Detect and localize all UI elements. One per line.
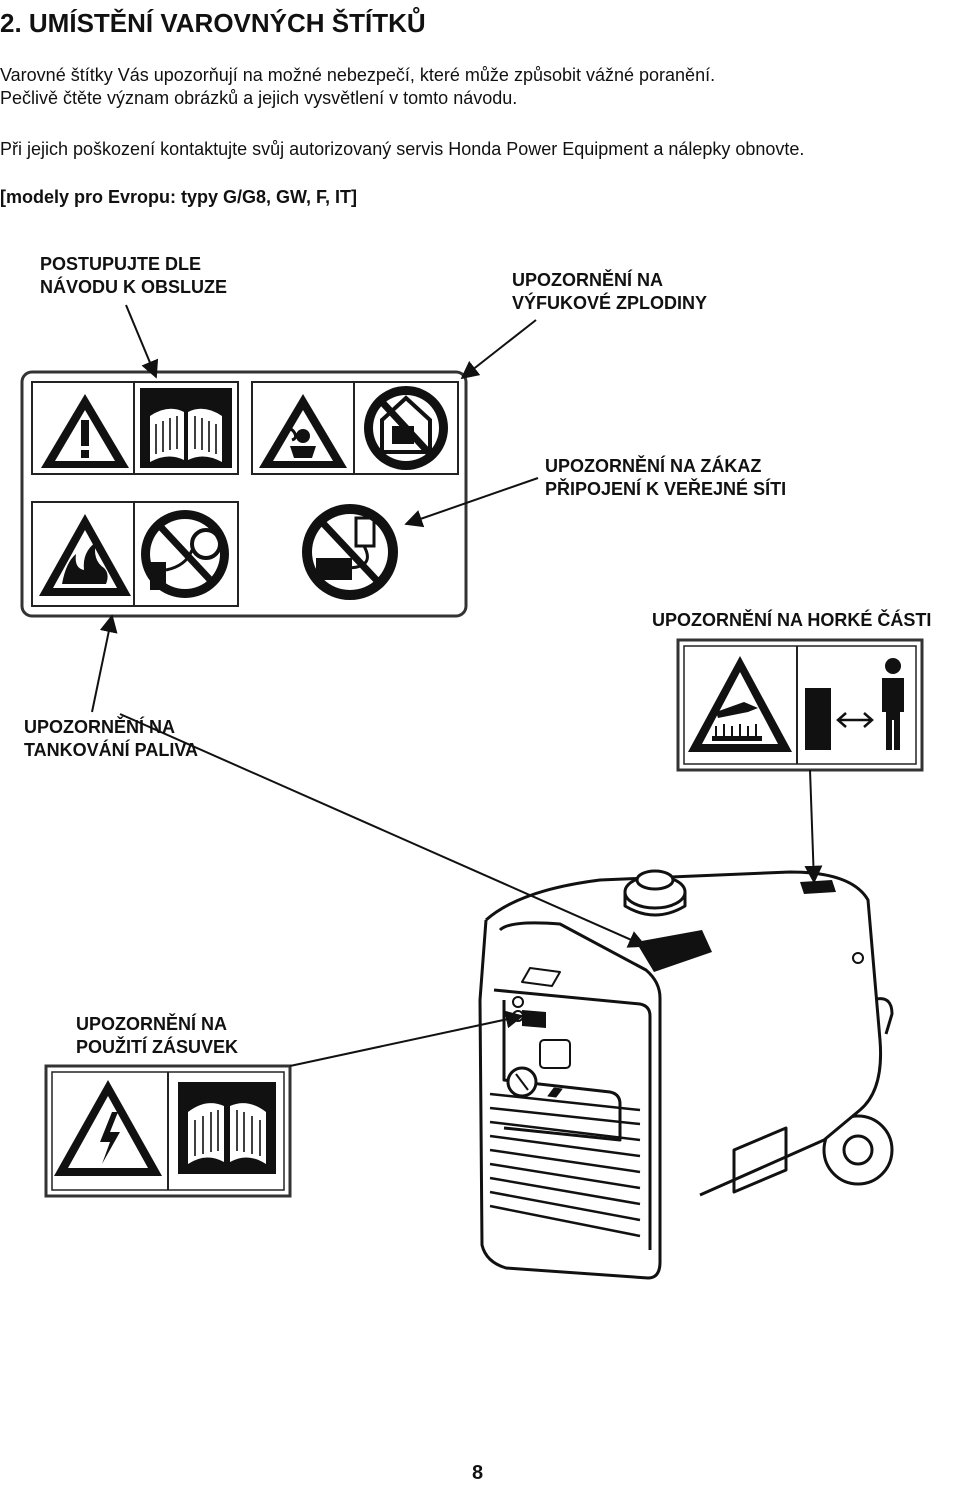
hot-parts-sticker [800,880,836,894]
hot-surface-warning-icon [688,656,792,752]
intro-line-2: Pečlivě čtěte význam obrázků a jejich vy… [0,88,518,108]
generator-drawing [478,869,894,1280]
fire-warning-icon [39,514,131,596]
page-number: 8 [472,1462,484,1484]
page-title: 2. UMÍSTĚNÍ VAROVNÝCH ŠTÍTKŮ [0,8,426,38]
electric-shock-warning-icon [54,1080,162,1176]
book-icon [140,388,232,468]
intro-line-3: Při jejich poškození kontaktujte svůj au… [0,139,805,159]
hot-parts-label [676,638,924,772]
outlet-sticker [522,1010,546,1028]
models-note: [modely pro Evropu: typy G/G8, GW, F, IT… [0,187,358,207]
outlet-label [44,1064,292,1198]
no-indoor-use-icon [364,386,448,470]
exhaust-warning-icon [259,394,347,468]
callout-arrows [91,304,823,1067]
book-icon [178,1082,276,1174]
intro-line-1: Varovné štítky Vás upozorňují na možné n… [0,65,716,85]
keep-distance-icon [805,658,904,750]
main-warning-label [20,370,468,618]
no-refuel-running-icon [141,510,229,598]
no-grid-connection-icon [302,504,398,600]
label-hot: UPOZORNĚNÍ NA HORKÉ ČÁSTI [652,610,932,630]
exhaust-label-sticker [636,930,712,972]
exclamation-warning-icon [41,394,129,468]
